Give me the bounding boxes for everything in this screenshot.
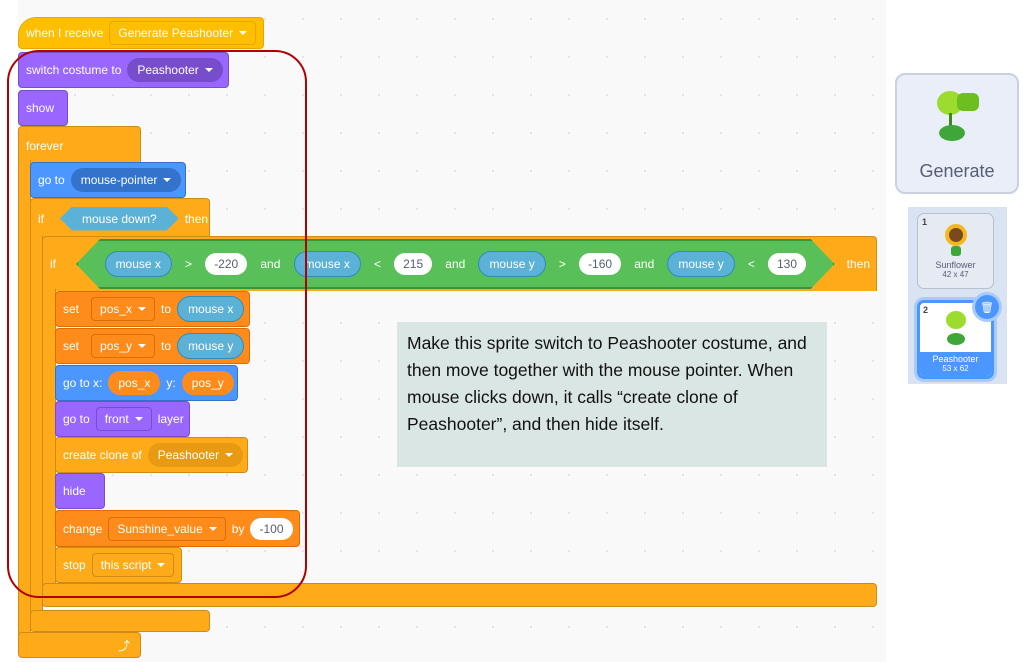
forever-block[interactable]: forever: [18, 126, 141, 164]
go-to-block[interactable]: go to mouse-pointer: [30, 162, 186, 198]
peashooter-image: [933, 89, 981, 145]
loop-arrow-icon: ⤴: [117, 638, 130, 653]
when-i-receive-block[interactable]: when I receive Generate Peashooter: [18, 17, 264, 49]
delete-costume-button[interactable]: 🗑: [975, 295, 999, 319]
hide-block[interactable]: hide: [55, 473, 105, 509]
if-bounds-block[interactable]: if mouse x>-220 and mouse x<215 and mous…: [42, 236, 877, 291]
forever-bottom: ⤴: [18, 632, 141, 658]
mouse-y-reporter[interactable]: mouse y: [177, 333, 245, 359]
if-bounds-arm: [42, 289, 56, 587]
message-dropdown[interactable]: Generate Peashooter: [109, 21, 257, 45]
variable-dropdown[interactable]: pos_y: [91, 334, 156, 358]
annotation-note: Make this sprite switch to Peashooter co…: [397, 322, 827, 467]
trash-icon: 🗑: [980, 301, 994, 314]
variable-dropdown[interactable]: pos_x: [91, 297, 156, 321]
and-operator[interactable]: mouse x>-220 and mouse x<215 and mouse y…: [76, 239, 835, 289]
if-mouse-down-block[interactable]: if mouse down? then: [30, 198, 210, 238]
peashooter-thumb: [945, 311, 966, 329]
layer-dropdown[interactable]: front: [95, 407, 152, 431]
pos-x-reporter[interactable]: pos_x: [108, 371, 161, 395]
show-block[interactable]: show: [18, 90, 68, 126]
stop-dropdown[interactable]: this script: [91, 553, 175, 577]
clone-dropdown[interactable]: Peashooter: [147, 443, 244, 467]
generate-button[interactable]: Generate: [895, 73, 1019, 194]
target-dropdown[interactable]: mouse-pointer: [70, 168, 182, 192]
mouse-down-sensing[interactable]: mouse down?: [60, 207, 179, 231]
sunflower-image: [944, 224, 967, 246]
costume-item[interactable]: 1 Sunflower 42 x 47: [917, 213, 994, 289]
mouse-x-reporter[interactable]: mouse x: [177, 296, 245, 322]
if-bounds-bottom: [42, 583, 877, 607]
variable-dropdown[interactable]: Sunshine_value: [108, 516, 226, 541]
if-bottom: [30, 610, 210, 632]
pos-y-reporter[interactable]: pos_y: [181, 371, 234, 395]
change-value-input[interactable]: -100: [250, 517, 293, 540]
costume-dropdown[interactable]: Peashooter: [127, 58, 223, 82]
switch-costume-block[interactable]: switch costume to Peashooter: [18, 52, 229, 88]
